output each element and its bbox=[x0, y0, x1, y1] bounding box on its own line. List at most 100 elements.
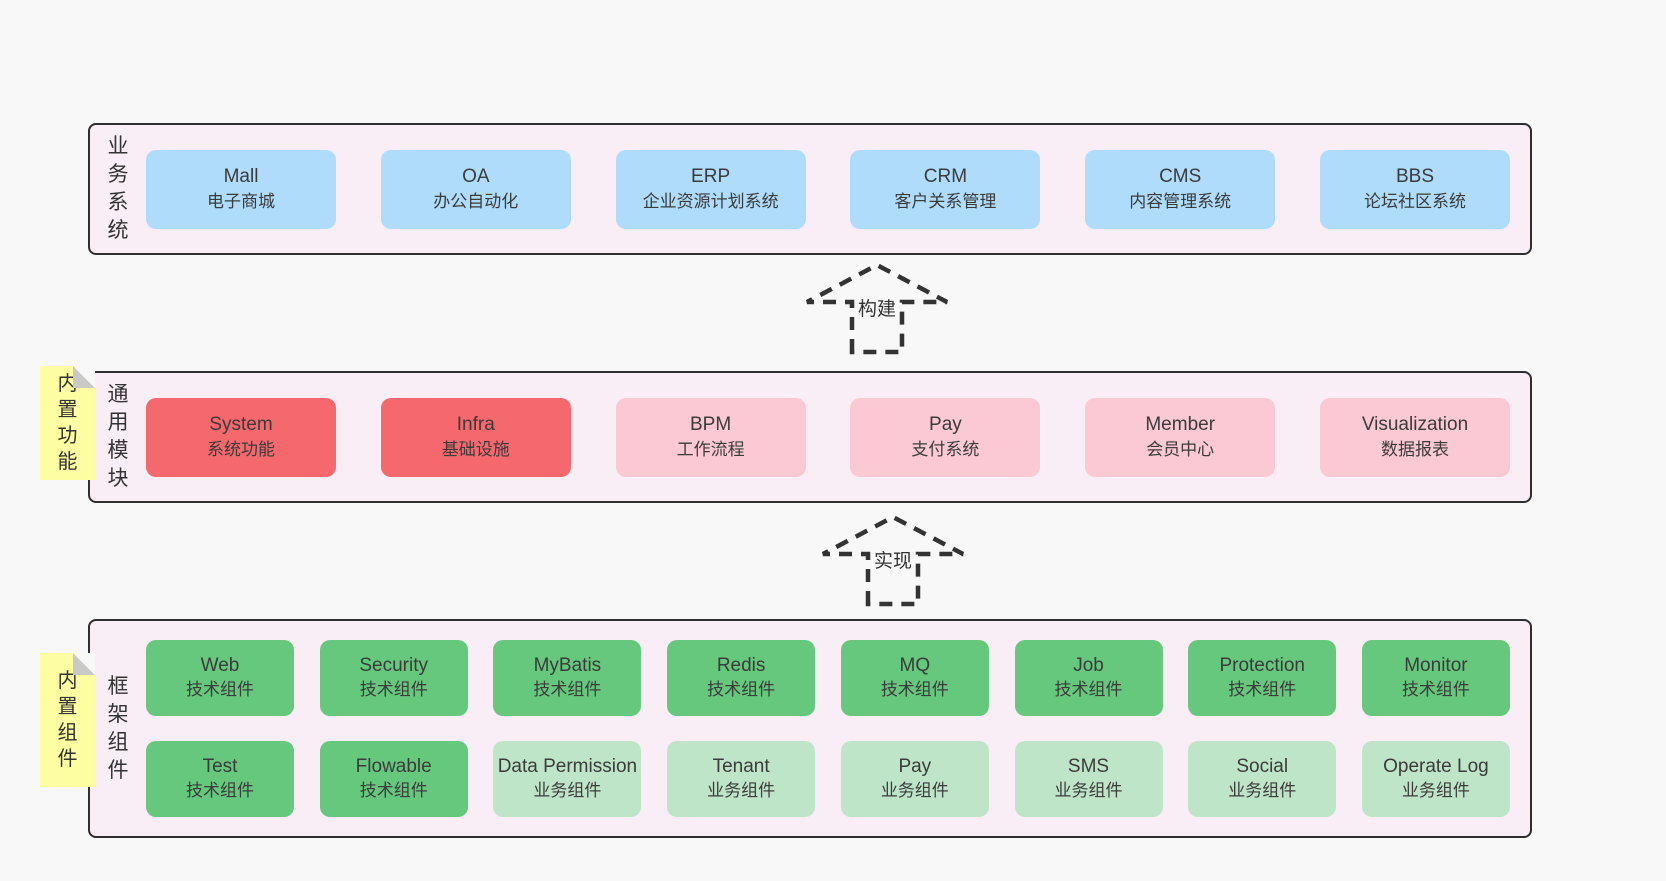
box-title: ERP bbox=[691, 166, 731, 187]
box-data-permission: Data Permission 业务组件 bbox=[493, 741, 642, 817]
common-modules-row: System 系统功能 Infra 基础设施 BPM 工作流程 Pay 支付系统… bbox=[146, 397, 1510, 477]
box-tenant: Tenant 业务组件 bbox=[667, 741, 816, 817]
box-subtitle: 技术组件 bbox=[1228, 680, 1297, 699]
box-subtitle: 电子商城 bbox=[207, 192, 275, 211]
box-subtitle: 业务组件 bbox=[707, 781, 776, 800]
box-title: Web bbox=[200, 655, 240, 676]
box-subtitle: 业务组件 bbox=[1401, 781, 1470, 800]
box-subtitle: 技术组件 bbox=[359, 680, 428, 699]
builtin-functions-note: 内置功能 bbox=[40, 366, 95, 480]
box-visualization: Visualization 数据报表 bbox=[1319, 397, 1510, 477]
box-mq: MQ 技术组件 bbox=[840, 640, 989, 716]
build-arrow: 构建 bbox=[802, 260, 952, 356]
box-pay: Pay 支付系统 bbox=[850, 397, 1041, 477]
box-operate-log: Operate Log 业务组件 bbox=[1361, 741, 1510, 817]
business-systems-panel: 业务系统 Mall 电子商城 OA 办公自动化 ERP 企业资源计划系统 CRM… bbox=[88, 123, 1532, 255]
box-bbs: BBS 论坛社区系统 bbox=[1319, 149, 1510, 229]
box-title: Social bbox=[1236, 756, 1289, 777]
box-job: Job 技术组件 bbox=[1014, 640, 1163, 716]
implement-arrow-label: 实现 bbox=[870, 545, 916, 574]
box-title: Security bbox=[359, 655, 429, 676]
box-title: Monitor bbox=[1404, 655, 1468, 676]
box-subtitle: 办公自动化 bbox=[433, 192, 519, 211]
box-title: Visualization bbox=[1361, 414, 1469, 435]
box-title: Data Permission bbox=[497, 756, 638, 777]
box-title: Member bbox=[1145, 414, 1216, 435]
box-subtitle: 技术组件 bbox=[359, 781, 428, 800]
box-subtitle: 工作流程 bbox=[676, 440, 745, 459]
box-title: Test bbox=[202, 756, 238, 777]
box-subtitle: 数据报表 bbox=[1380, 440, 1449, 459]
builtin-functions-note-label: 内置功能 bbox=[57, 373, 78, 473]
box-subtitle: 技术组件 bbox=[533, 680, 602, 699]
box-title: Pay bbox=[929, 414, 962, 435]
box-subtitle: 业务组件 bbox=[533, 781, 602, 800]
box-security: Security 技术组件 bbox=[319, 640, 468, 716]
business-systems-row: Mall 电子商城 OA 办公自动化 ERP 企业资源计划系统 CRM 客户关系… bbox=[146, 149, 1510, 229]
box-subtitle: 技术组件 bbox=[186, 680, 254, 699]
builtin-components-note-label: 内置组件 bbox=[57, 670, 78, 770]
box-subtitle: 业务组件 bbox=[1228, 781, 1297, 800]
box-subtitle: 支付系统 bbox=[911, 440, 980, 459]
builtin-components-note: 内置组件 bbox=[40, 653, 95, 787]
box-title: SMS bbox=[1067, 756, 1110, 777]
box-subtitle: 企业资源计划系统 bbox=[642, 192, 779, 211]
framework-components-panel: 框架组件 Web 技术组件 Security 技术组件 MyBatis 技术组件… bbox=[88, 619, 1532, 838]
box-title: MQ bbox=[899, 655, 931, 676]
box-title: BPM bbox=[690, 414, 732, 435]
note-fold-cut bbox=[73, 653, 95, 675]
box-member: Member 会员中心 bbox=[1085, 397, 1276, 477]
box-title: Infra bbox=[456, 414, 495, 435]
box-sms: SMS 业务组件 bbox=[1014, 741, 1163, 817]
box-erp: ERP 企业资源计划系统 bbox=[615, 149, 806, 229]
box-subtitle: 客户关系管理 bbox=[894, 192, 997, 211]
box-title: Flowable bbox=[355, 756, 432, 777]
box-title: Protection bbox=[1219, 655, 1305, 676]
box-title: CMS bbox=[1159, 166, 1202, 187]
box-subtitle: 技术组件 bbox=[1401, 680, 1470, 699]
box-title: BBS bbox=[1395, 166, 1434, 187]
dashed-up-arrow-icon bbox=[805, 262, 949, 355]
box-pay-biz: Pay 业务组件 bbox=[840, 741, 989, 817]
common-modules-side-label: 通用模块 bbox=[107, 383, 129, 490]
box-monitor: Monitor 技术组件 bbox=[1361, 640, 1510, 716]
framework-components-side-label: 框架组件 bbox=[107, 674, 129, 782]
box-mall: Mall 电子商城 bbox=[146, 149, 336, 229]
note-fold-cut bbox=[73, 366, 95, 388]
framework-components-row-1: Web 技术组件 Security 技术组件 MyBatis 技术组件 Redi… bbox=[146, 640, 1510, 716]
box-mybatis: MyBatis 技术组件 bbox=[493, 640, 642, 716]
box-title: System bbox=[209, 414, 273, 435]
box-cms: CMS 内容管理系统 bbox=[1085, 149, 1276, 229]
box-subtitle: 业务组件 bbox=[1054, 781, 1123, 800]
box-web: Web 技术组件 bbox=[146, 640, 294, 716]
box-subtitle: 技术组件 bbox=[1054, 680, 1123, 699]
box-subtitle: 业务组件 bbox=[880, 781, 949, 800]
box-subtitle: 技术组件 bbox=[880, 680, 949, 699]
box-subtitle: 论坛社区系统 bbox=[1363, 192, 1466, 211]
box-title: Operate Log bbox=[1383, 756, 1489, 777]
dashed-up-arrow-icon bbox=[821, 514, 965, 607]
box-subtitle: 会员中心 bbox=[1146, 440, 1215, 459]
business-systems-side-label: 业务系统 bbox=[107, 135, 129, 242]
framework-components-row-2: Test 技术组件 Flowable 技术组件 Data Permission … bbox=[146, 741, 1510, 817]
box-title: CRM bbox=[923, 166, 968, 187]
box-title: Pay bbox=[898, 756, 932, 777]
box-test: Test 技术组件 bbox=[146, 741, 294, 817]
implement-arrow: 实现 bbox=[818, 512, 968, 608]
box-subtitle: 基础设施 bbox=[441, 440, 510, 459]
box-crm: CRM 客户关系管理 bbox=[850, 149, 1041, 229]
box-subtitle: 内容管理系统 bbox=[1129, 192, 1232, 211]
box-protection: Protection 技术组件 bbox=[1188, 640, 1337, 716]
box-oa: OA 办公自动化 bbox=[380, 149, 571, 229]
box-title: Job bbox=[1073, 655, 1104, 676]
box-title: Redis bbox=[716, 655, 766, 676]
box-subtitle: 技术组件 bbox=[707, 680, 776, 699]
box-title: MyBatis bbox=[533, 655, 602, 676]
box-subtitle: 技术组件 bbox=[186, 781, 254, 800]
box-redis: Redis 技术组件 bbox=[667, 640, 816, 716]
build-arrow-label: 构建 bbox=[854, 293, 900, 322]
box-social: Social 业务组件 bbox=[1188, 741, 1337, 817]
box-system: System 系统功能 bbox=[146, 397, 336, 477]
box-title: Tenant bbox=[712, 756, 770, 777]
box-subtitle: 系统功能 bbox=[207, 440, 275, 459]
